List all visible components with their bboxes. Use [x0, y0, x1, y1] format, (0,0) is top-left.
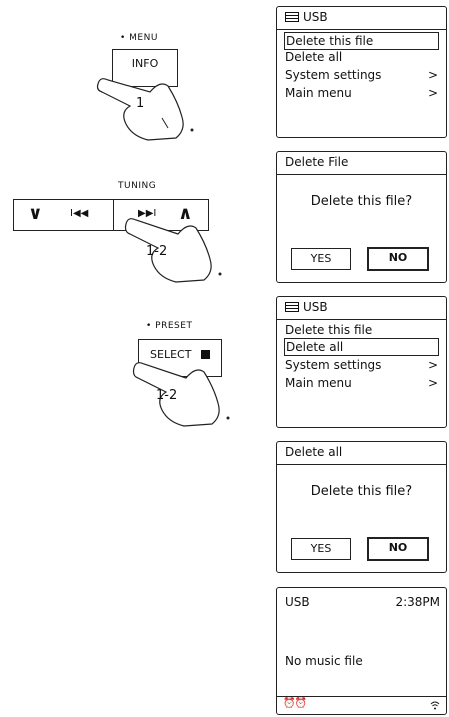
status-message: No music file: [285, 654, 363, 668]
delete-file-dialog: Delete File Delete this file? YES NO: [276, 151, 447, 283]
stop-square-icon: [200, 350, 210, 359]
info-button[interactable]: INFO: [112, 49, 178, 87]
no-button[interactable]: NO: [367, 537, 429, 561]
tuning-label: TUNING: [118, 181, 157, 191]
menu-item-system-settings[interactable]: System settings>: [285, 68, 438, 82]
step2-number: 1-2: [146, 244, 168, 259]
folder-list-icon: [285, 12, 299, 22]
screen-title: USB: [285, 300, 328, 314]
tuning-down-button[interactable]: ∨ I◀◀: [13, 199, 115, 231]
delete-all-dialog: Delete all Delete this file? YES NO: [276, 441, 447, 573]
menu-dot-label: • MENU: [120, 33, 158, 43]
info-button-label: INFO: [131, 57, 159, 70]
clock-time: 2:38PM: [395, 595, 440, 609]
yes-button[interactable]: YES: [291, 248, 351, 270]
screen-title: USB: [285, 595, 310, 609]
pointing-hand-icon: [124, 218, 222, 283]
skip-back-icon: I◀◀: [70, 208, 89, 219]
tuning-down-icon: ∨: [28, 203, 43, 224]
menu-item-delete-this-file[interactable]: Delete this file: [284, 32, 439, 50]
menu-item-main-menu[interactable]: Main menu>: [285, 376, 438, 390]
menu-item-delete-all[interactable]: Delete all: [285, 50, 343, 64]
skip-forward-icon: ▶▶I: [138, 208, 157, 219]
menu-item-system-settings[interactable]: System settings>: [285, 358, 438, 372]
menu-item-delete-this-file[interactable]: Delete this file: [285, 323, 373, 337]
screen-title: USB: [285, 10, 328, 24]
dialog-title: Delete File: [285, 155, 349, 169]
dialog-title: Delete all: [285, 445, 343, 459]
select-button-label: SELECT: [150, 348, 192, 361]
alarm-clock-icon: ⏰⏰: [283, 698, 307, 709]
tuning-up-icon: ∧: [178, 203, 193, 224]
step1-number: 1: [136, 96, 145, 111]
no-button[interactable]: NO: [367, 247, 429, 271]
folder-list-icon: [285, 302, 299, 312]
pointing-hand-icon: [96, 78, 194, 141]
dialog-question: Delete this file?: [310, 194, 413, 209]
wifi-signal-icon: [430, 701, 440, 710]
step3-number: 1-2: [156, 388, 178, 403]
usb-menu-screen: USB Delete this file Delete all System s…: [276, 6, 447, 138]
menu-item-main-menu[interactable]: Main menu>: [285, 86, 438, 100]
tuning-up-button[interactable]: ▶▶I ∧: [113, 199, 209, 231]
usb-status-screen: USB 2:38PM No music file ⏰⏰: [276, 587, 447, 715]
pointing-hand-icon: [132, 362, 230, 427]
yes-button[interactable]: YES: [291, 538, 351, 560]
menu-item-delete-all[interactable]: Delete all: [284, 338, 439, 356]
usb-menu-screen-delete-all: USB Delete this file Delete all System s…: [276, 296, 447, 428]
preset-dot-label: • PRESET: [146, 321, 193, 331]
dialog-question: Delete this file?: [310, 484, 413, 499]
